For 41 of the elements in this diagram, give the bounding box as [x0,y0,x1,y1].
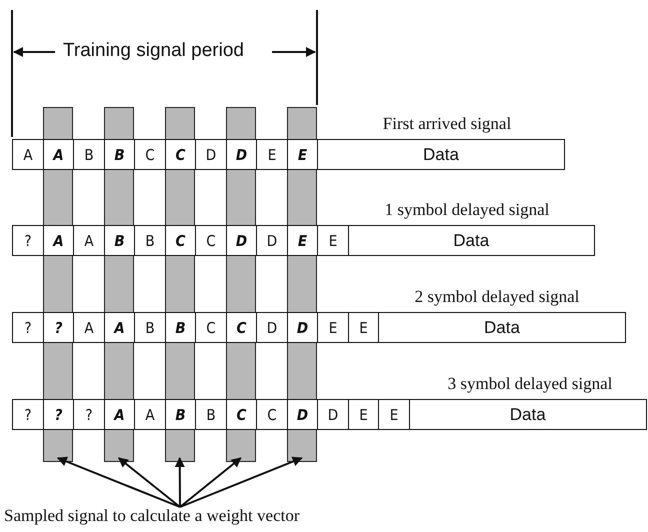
symbol-cell: E [348,312,380,343]
row-label: 2 symbol delayed signal [414,287,580,307]
symbol-cell: A [73,312,105,343]
symbol-cell: ? [12,225,44,256]
arrow [179,457,242,508]
row-label: 1 symbol delayed signal [384,200,550,220]
symbol-cell: C [256,399,288,430]
symbol-cell: E [378,399,410,430]
arrow [56,456,180,508]
row-label: First arrived signal [382,114,512,134]
row-label: 3 symbol delayed signal [446,374,614,394]
symbol-cell: C [134,139,166,170]
symbol-cell: D [256,312,288,343]
symbol-cell: D [317,399,349,430]
arrow [118,457,181,508]
symbol-cell: ? [12,399,44,430]
symbol-cell: C [195,225,227,256]
annotation-text: Sampled signal to calculate a weight vector [4,506,300,526]
symbol-cell: E [317,312,349,343]
arrow [180,456,303,508]
symbol-cell: A [134,399,166,430]
symbol-cell: E [317,225,349,256]
symbol-cell: B [134,312,166,343]
symbol-cell: A [73,225,105,256]
symbol-cell: A [12,139,44,170]
data-block: Data [378,312,626,343]
symbol-cell: E [256,139,288,170]
arrow [174,457,185,507]
data-block: Data [317,139,565,170]
symbol-cell: D [256,225,288,256]
symbol-cell: ? [12,312,44,343]
symbol-cell: C [195,312,227,343]
symbol-cell: B [195,399,227,430]
symbol-cell: D [195,139,227,170]
symbol-cell: E [348,399,380,430]
symbol-cell: B [134,225,166,256]
data-block: Data [408,399,647,430]
symbol-cell: ? [73,399,105,430]
data-block: Data [348,225,595,256]
symbol-cell: B [73,139,105,170]
dimension-label: Training signal period [63,40,244,62]
